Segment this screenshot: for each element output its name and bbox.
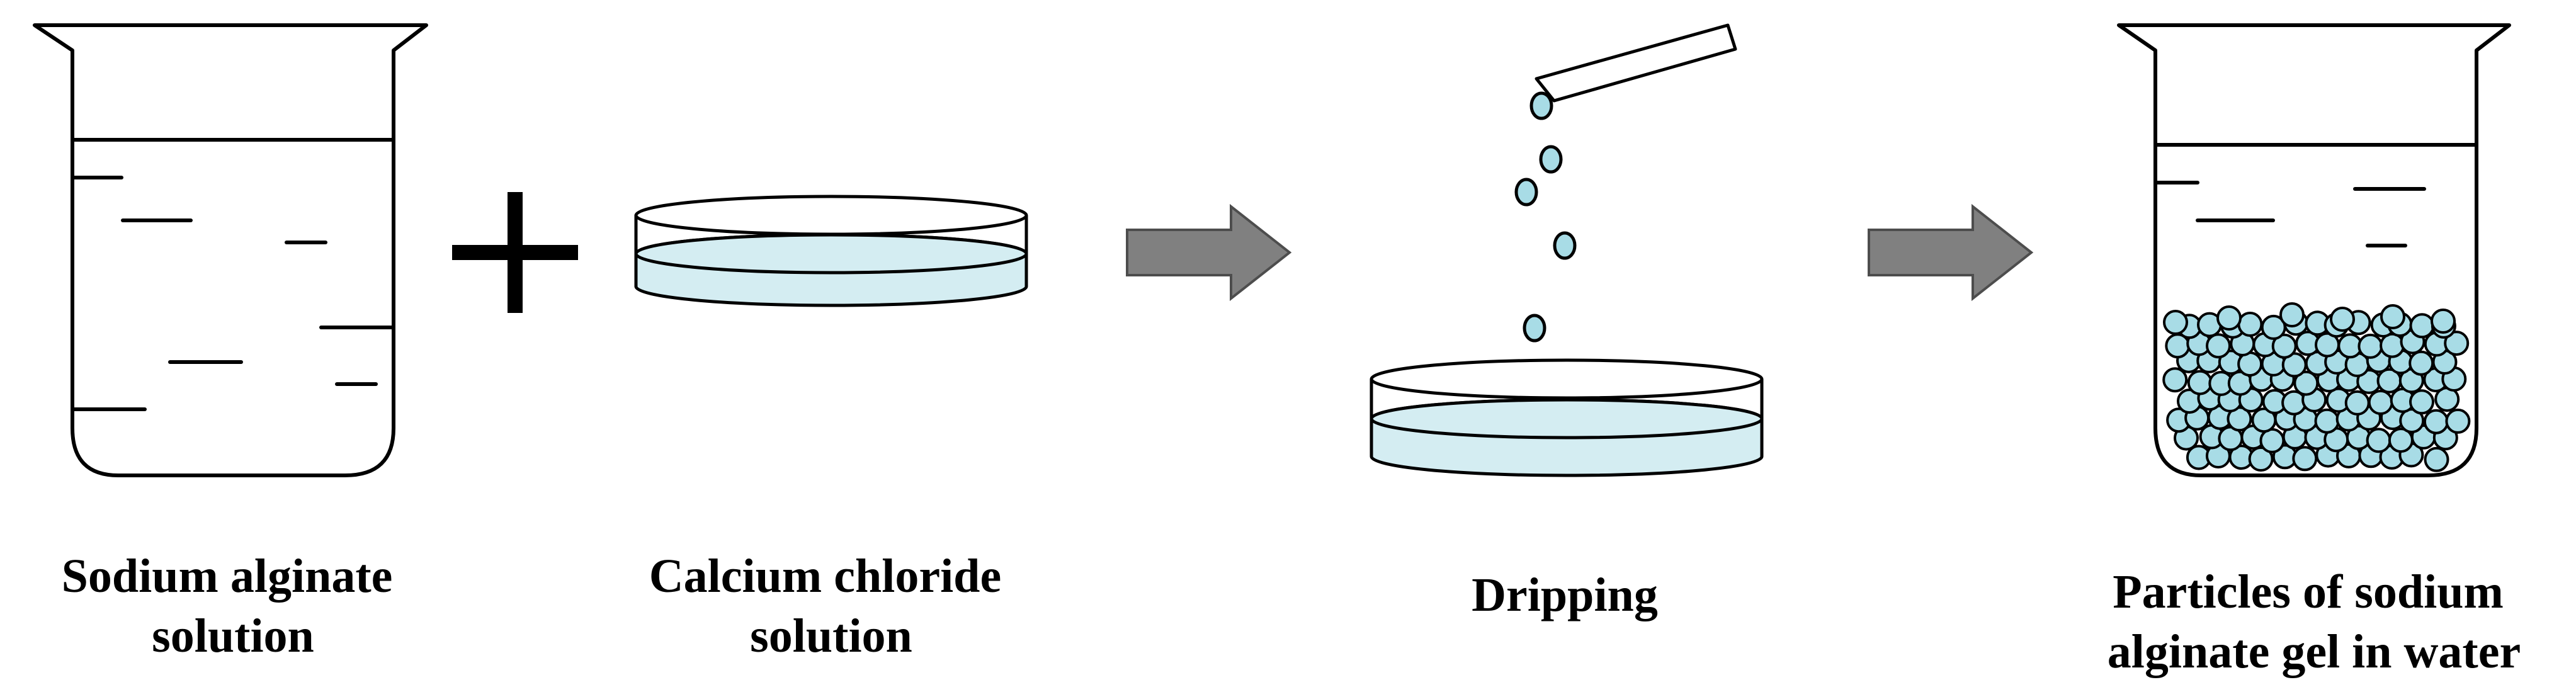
gel-bead xyxy=(2237,312,2263,337)
gel-bead xyxy=(2358,333,2383,359)
gel-bead xyxy=(2344,390,2370,416)
arrow-right-icon xyxy=(1126,203,1292,302)
gel-bead xyxy=(2380,304,2405,329)
gel-bead xyxy=(2444,331,2470,356)
sodium-alginate-beaker-icon xyxy=(33,23,428,477)
gel-particles-caption: Particles of sodium alginate gel in wate… xyxy=(2108,565,2521,678)
gel-bead xyxy=(2248,446,2274,472)
gel-bead xyxy=(2445,408,2471,434)
pipette-icon xyxy=(1535,23,1737,103)
plus-icon xyxy=(452,192,578,313)
gel-bead xyxy=(2366,428,2392,453)
gel-bead xyxy=(2368,390,2393,415)
calcium-chloride-petri-dish-icon xyxy=(634,195,1028,307)
gel-bead xyxy=(2187,370,2213,395)
gel-bead xyxy=(2330,307,2355,332)
receiving-petri-dish-icon xyxy=(1370,358,1764,477)
gel-particles-beaker-icon xyxy=(2117,23,2511,477)
gel-bead xyxy=(2292,446,2318,472)
gel-bead xyxy=(2259,428,2285,453)
gel-beads xyxy=(2162,302,2471,472)
sodium-alginate-caption: Sodium alginate solution xyxy=(62,550,405,662)
gel-bead xyxy=(2279,302,2305,327)
gel-bead xyxy=(2314,408,2340,434)
gel-bead xyxy=(2409,389,2434,415)
arrow-right-icon xyxy=(1868,203,2034,302)
gel-bead xyxy=(2409,350,2434,376)
gel-bead xyxy=(2206,333,2231,359)
gel-bead xyxy=(2424,446,2449,472)
gel-bead xyxy=(2216,305,2242,331)
gel-bead xyxy=(2423,409,2449,434)
calcium-chloride-caption: Calcium chloride solution xyxy=(649,550,1013,662)
gel-bead xyxy=(2431,309,2456,334)
gel-bead xyxy=(2409,313,2435,339)
dripping-caption: Dripping xyxy=(1472,569,1658,621)
gel-bead xyxy=(2162,367,2188,393)
drops-icon xyxy=(1514,91,1577,343)
gel-bead xyxy=(2163,310,2188,335)
